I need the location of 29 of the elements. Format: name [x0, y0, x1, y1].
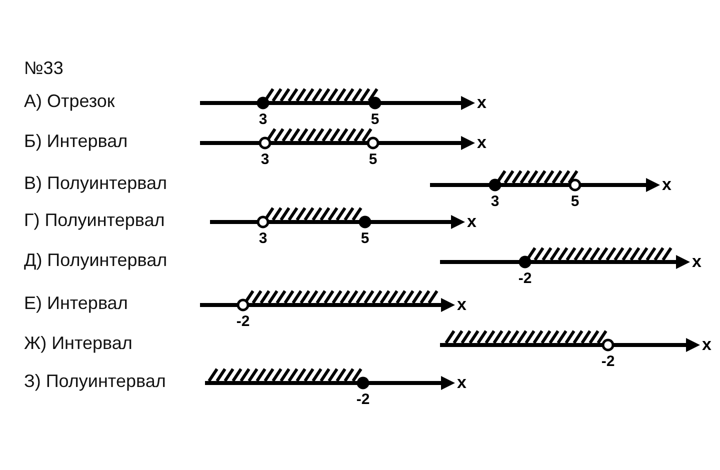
- title: №33: [24, 58, 64, 79]
- row-label: В) Полуинтервал: [24, 173, 167, 194]
- row-label: З) Полуинтервал: [24, 371, 166, 392]
- axis-label: x: [662, 175, 672, 195]
- row-label: Д) Полуинтервал: [24, 250, 168, 271]
- tick-label: 3: [258, 111, 268, 128]
- axis-label: x: [477, 93, 486, 113]
- tick-label: 5: [360, 230, 370, 247]
- tick-label: 5: [370, 111, 380, 128]
- tick-label: 3: [258, 230, 268, 247]
- tick-label: -2: [236, 313, 250, 330]
- tick-label: 5: [368, 151, 378, 168]
- axis-label: x: [457, 295, 466, 315]
- row-label: Б) Интервал: [24, 131, 128, 152]
- tick-label: 3: [490, 193, 500, 210]
- axis-label: x: [457, 373, 466, 393]
- tick-label: 3: [260, 151, 270, 168]
- axis-label: x: [692, 252, 702, 272]
- row-label: Ж) Интервал: [24, 333, 132, 354]
- axis-label: x: [702, 335, 712, 355]
- axis-label: x: [467, 212, 476, 232]
- tick-label: -2: [356, 391, 370, 408]
- tick-label: -2: [601, 353, 615, 370]
- axis-label: x: [477, 133, 486, 153]
- tick-label: -2: [518, 270, 532, 287]
- row-label: Е) Интервал: [24, 293, 128, 314]
- row-label: А) Отрезок: [24, 91, 115, 112]
- tick-label: 5: [570, 193, 580, 210]
- row-label: Г) Полуинтервал: [24, 210, 165, 231]
